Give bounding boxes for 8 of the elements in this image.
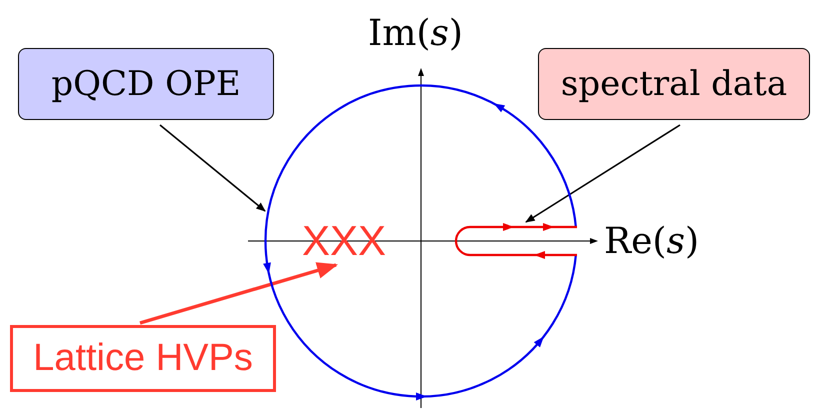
leader-line (140, 262, 338, 325)
axis-label: Re(s) (604, 224, 699, 260)
leader-line (525, 124, 680, 223)
info-box: Lattice HVPs (10, 325, 276, 392)
axis-label: Im(s) (368, 16, 463, 52)
leader-line (160, 124, 266, 212)
info-box: spectral data (538, 48, 810, 120)
info-box: pQCD OPE (18, 48, 274, 120)
